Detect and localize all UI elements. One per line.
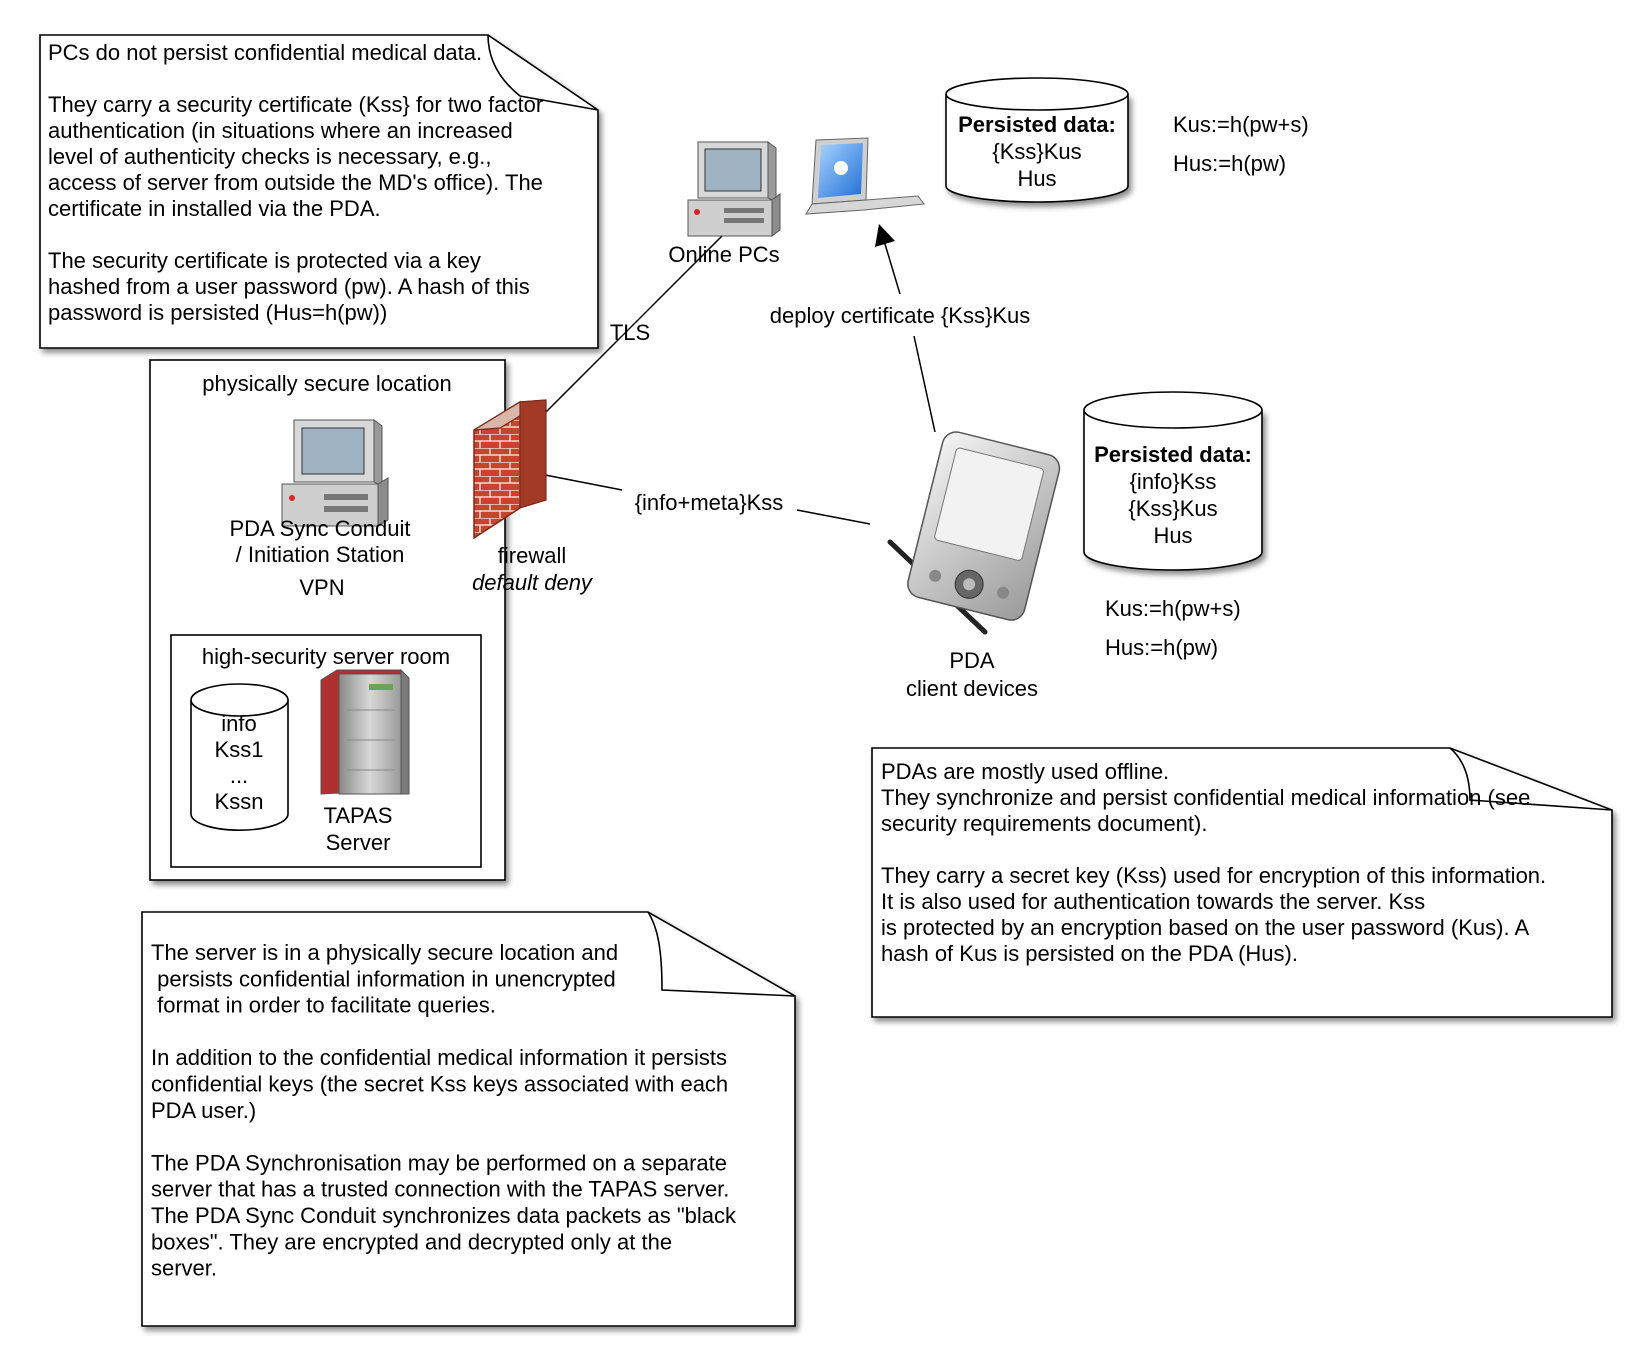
text-line: In addition to the confidential medical … bbox=[151, 1045, 727, 1070]
text-line: level of authenticity checks is necessar… bbox=[48, 144, 491, 169]
text-line: server. bbox=[151, 1256, 217, 1281]
online-pcs-label: Online PCs bbox=[668, 242, 779, 267]
note-pda-text: PDAs are mostly used offline.They synchr… bbox=[881, 759, 1546, 966]
text-line bbox=[151, 1019, 157, 1044]
text-line: Hus:=h(pw) bbox=[1105, 635, 1218, 660]
firewall-sublabel: default deny bbox=[472, 570, 594, 595]
pda-device-icon bbox=[887, 431, 1061, 635]
text-line: access of server from outside the MD's o… bbox=[48, 170, 543, 195]
vpn-label: VPN bbox=[299, 575, 344, 600]
note-pc: PCs do not persist confidential medical … bbox=[39, 34, 599, 349]
text-line: authentication (in situations where an i… bbox=[48, 118, 513, 143]
firewall-pda-link-1 bbox=[539, 473, 623, 491]
text-line: Server bbox=[326, 830, 391, 855]
pda-device-label: PDA client devices bbox=[906, 648, 1038, 701]
text-line: hashed from a user password (pw). A hash… bbox=[48, 274, 530, 299]
text-line bbox=[881, 837, 887, 862]
text-line: Kus:=h(pw+s) bbox=[1173, 112, 1309, 137]
deploy-certificate-label: deploy certificate {Kss}Kus bbox=[770, 303, 1030, 328]
server-room-label: high-security server room bbox=[202, 644, 450, 669]
text-line: client devices bbox=[906, 676, 1038, 701]
sync-data-label: {info+meta}Kss bbox=[635, 490, 784, 515]
text-line: PDA bbox=[949, 648, 995, 673]
laptop-db-title: Persisted data: bbox=[958, 112, 1116, 137]
deploy-certificate-arrow-2 bbox=[874, 223, 901, 295]
text-line: They carry a security certificate (Kss} … bbox=[48, 92, 543, 117]
text-line: server that has a trusted connection wit… bbox=[151, 1177, 729, 1202]
note-server-text: The server is in a physically secure loc… bbox=[151, 940, 737, 1281]
tls-label: TLS bbox=[610, 320, 650, 345]
secure-location-label: physically secure location bbox=[202, 371, 451, 396]
text-line: Kus:=h(pw+s) bbox=[1105, 596, 1241, 621]
text-line: info bbox=[221, 711, 256, 736]
text-line: PDA Sync Conduit bbox=[230, 516, 411, 541]
deploy-certificate-arrow-1 bbox=[913, 335, 936, 433]
pda-db-title: Persisted data: bbox=[1094, 442, 1252, 467]
text-line: PDA user.) bbox=[151, 1098, 256, 1123]
text-line: Hus:=h(pw) bbox=[1173, 151, 1286, 176]
firewall-pda-link-2 bbox=[796, 509, 871, 525]
text-line bbox=[48, 222, 54, 247]
text-line: {info}Kss bbox=[1130, 469, 1217, 494]
text-line: {Kss}Kus bbox=[992, 139, 1081, 164]
text-line: TAPAS bbox=[324, 803, 393, 828]
text-line: / Initiation Station bbox=[236, 542, 405, 567]
text-line: They synchronize and persist confidentia… bbox=[881, 785, 1530, 810]
server-tower-icon bbox=[320, 668, 410, 795]
firewall-brick-icon bbox=[473, 399, 547, 540]
text-line: The PDA Sync Conduit synchronizes data p… bbox=[151, 1203, 737, 1228]
pda-formulas: Kus:=h(pw+s) Hus:=h(pw) bbox=[1105, 596, 1241, 660]
text-line: hash of Kus is persisted on the PDA (Hus… bbox=[881, 941, 1298, 966]
text-line: Kss1 bbox=[215, 737, 264, 762]
text-line: security requirements document). bbox=[881, 811, 1207, 836]
text-line: Kssn bbox=[215, 789, 264, 814]
desktop-computer-icon bbox=[281, 419, 389, 527]
text-line: Hus bbox=[1153, 523, 1192, 548]
text-line: The security certificate is protected vi… bbox=[48, 248, 481, 273]
firewall-label: firewall bbox=[498, 543, 566, 568]
desktop-computer-icon bbox=[687, 141, 781, 237]
note-pc-text: PCs do not persist confidential medical … bbox=[48, 40, 543, 325]
text-line: password is persisted (Hus=h(pw)) bbox=[48, 300, 387, 325]
tls-link bbox=[537, 217, 741, 421]
text-line: format in order to facilitate queries. bbox=[151, 993, 496, 1018]
sync-station-label: PDA Sync Conduit/ Initiation Station bbox=[230, 516, 411, 567]
laptop-icon bbox=[805, 137, 925, 215]
text-line: {Kss}Kus bbox=[1128, 496, 1217, 521]
text-line: Hus bbox=[1017, 166, 1056, 191]
note-pda: PDAs are mostly used offline.They synchr… bbox=[871, 747, 1613, 1018]
text-line: PCs do not persist confidential medical … bbox=[48, 40, 482, 65]
text-line: persists confidential information in une… bbox=[151, 966, 616, 991]
text-line bbox=[151, 1124, 157, 1149]
text-line: confidential keys (the secret Kss keys a… bbox=[151, 1072, 728, 1097]
text-line: They carry a secret key (Kss) used for e… bbox=[881, 863, 1546, 888]
text-line: PDAs are mostly used offline. bbox=[881, 759, 1169, 784]
text-line: The server is in a physically secure loc… bbox=[151, 940, 618, 965]
text-line: The PDA Synchronisation may be performed… bbox=[151, 1150, 727, 1175]
text-line: is protected by an encryption based on t… bbox=[881, 915, 1529, 940]
text-line: It is also used for authentication towar… bbox=[881, 889, 1425, 914]
text-line: certificate in installed via the PDA. bbox=[48, 196, 381, 221]
text-line: ... bbox=[230, 763, 248, 788]
laptop-formulas: Kus:=h(pw+s) Hus:=h(pw) bbox=[1173, 112, 1309, 176]
note-server: The server is in a physically secure loc… bbox=[141, 911, 796, 1327]
text-line: boxes". They are encrypted and decrypted… bbox=[151, 1229, 672, 1254]
text-line bbox=[48, 66, 54, 91]
